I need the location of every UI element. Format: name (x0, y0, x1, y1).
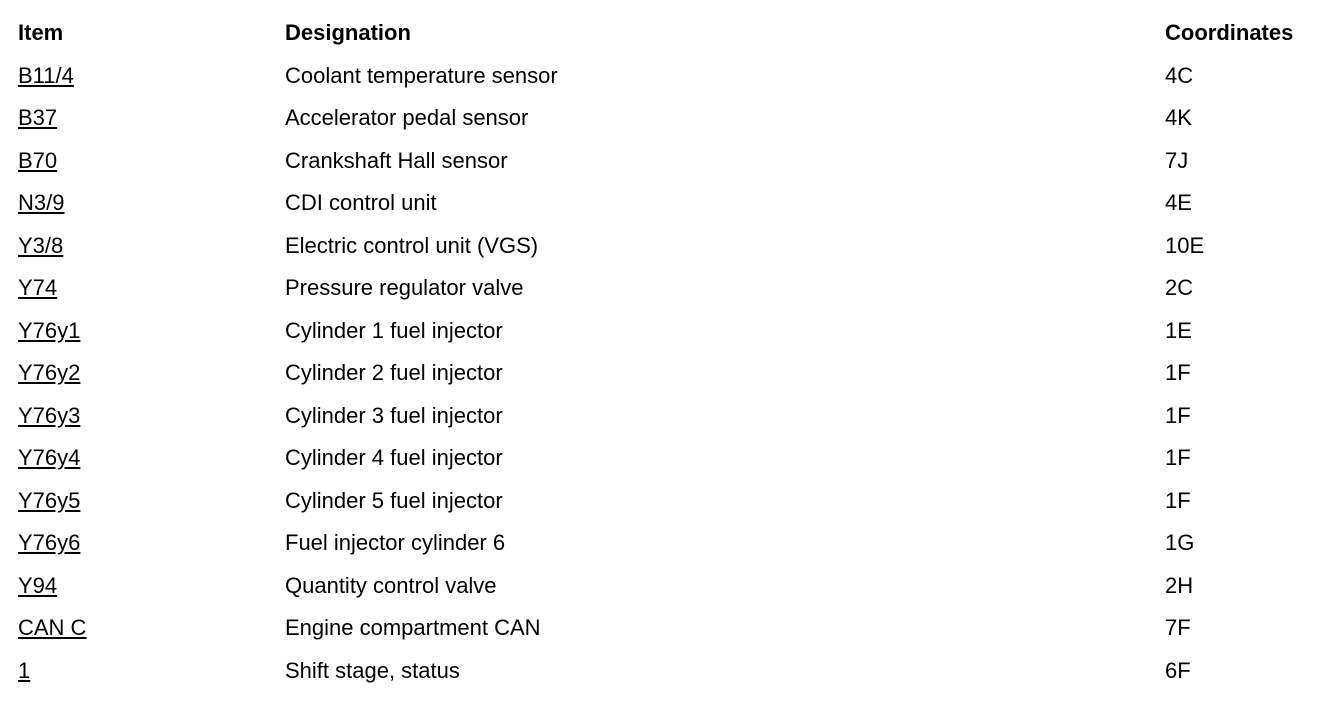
cell-coordinates: 1F (1165, 402, 1191, 428)
cell-designation: Cylinder 5 fuel injector (285, 487, 503, 513)
item-link[interactable]: Y76y5 (18, 487, 81, 513)
cell-coordinates: 4C (1165, 62, 1194, 88)
item-link[interactable]: Y74 (18, 275, 58, 301)
cell-item: Y3/8 (18, 225, 285, 268)
cell-designation: Shift stage, status (285, 657, 460, 683)
cell-item: Y76y4 (18, 437, 285, 480)
cell-coordinates: 1F (1165, 487, 1191, 513)
cell-designation: Accelerator pedal sensor (285, 105, 529, 131)
item-link[interactable]: Y94 (18, 572, 58, 598)
cell-coordinates: 7J (1165, 147, 1189, 173)
table-row: Y76y3 Cylinder 3 fuel injector 1F (18, 395, 1328, 438)
table-row: Y76y1 Cylinder 1 fuel injector 1E (18, 310, 1328, 353)
cell-designation: Quantity control valve (285, 572, 497, 598)
cell-item: Y76y5 (18, 480, 285, 523)
cell-coordinates: 6F (1165, 657, 1191, 683)
cell-item: N3/9 (18, 182, 285, 225)
item-link[interactable]: Y3/8 (18, 232, 64, 258)
cell-coordinates: 7F (1165, 615, 1191, 641)
table-row: 1 Shift stage, status 6F (18, 650, 1328, 693)
item-link[interactable]: CAN C (18, 615, 87, 641)
cell-coordinates: 4K (1165, 105, 1192, 131)
cell-designation: Fuel injector cylinder 6 (285, 530, 506, 556)
cell-item: CAN C (18, 607, 285, 650)
item-link[interactable]: Y76y3 (18, 402, 81, 428)
cell-item: Y76y2 (18, 352, 285, 395)
cell-item: B11/4 (18, 55, 285, 98)
table-row: B11/4 Coolant temperature sensor 4C (18, 55, 1328, 98)
item-link[interactable]: N3/9 (18, 190, 65, 216)
cell-item: Y76y3 (18, 395, 285, 438)
cell-coordinates: 2H (1165, 572, 1194, 598)
table-row: B37 Accelerator pedal sensor 4K (18, 97, 1328, 140)
table-row: Y74 Pressure regulator valve 2C (18, 267, 1328, 310)
table-row: N3/9 CDI control unit 4E (18, 182, 1328, 225)
table-row: Y76y2 Cylinder 2 fuel injector 1F (18, 352, 1328, 395)
table-row: Y94 Quantity control valve 2H (18, 565, 1328, 608)
cell-coordinates: 1G (1165, 530, 1195, 556)
header-item: Item (18, 20, 64, 46)
cell-item: B37 (18, 97, 285, 140)
cell-designation: Engine compartment CAN (285, 615, 541, 641)
legend-table: Item Designation Coordinates B11/4 Coolan… (18, 12, 1328, 692)
cell-item: Y94 (18, 565, 285, 608)
table-row: CAN C Engine compartment CAN 7F (18, 607, 1328, 650)
header-coordinates: Coordinates (1165, 20, 1294, 46)
table-row: Y76y5 Cylinder 5 fuel injector 1F (18, 480, 1328, 523)
cell-designation: CDI control unit (285, 190, 437, 216)
cell-item: Y76y6 (18, 522, 285, 565)
item-link[interactable]: B11/4 (18, 62, 74, 88)
cell-coordinates: 1F (1165, 445, 1191, 471)
cell-coordinates: 1F (1165, 360, 1191, 386)
table-row: B70 Crankshaft Hall sensor 7J (18, 140, 1328, 183)
cell-item: Y76y1 (18, 310, 285, 353)
cell-coordinates: 1E (1165, 317, 1192, 343)
cell-designation: Pressure regulator valve (285, 275, 524, 301)
item-link[interactable]: Y76y1 (18, 317, 81, 343)
cell-item: 1 (18, 650, 285, 693)
table-body: B11/4 Coolant temperature sensor 4C B37 Acce… (18, 55, 1328, 693)
cell-designation: Cylinder 1 fuel injector (285, 317, 503, 343)
item-link[interactable]: B70 (18, 147, 58, 173)
cell-designation: Crankshaft Hall sensor (285, 147, 508, 173)
header-designation: Designation (285, 20, 411, 46)
item-link[interactable]: B37 (18, 105, 58, 131)
cell-designation: Cylinder 2 fuel injector (285, 360, 503, 386)
cell-coordinates: 4E (1165, 190, 1192, 216)
cell-designation: Electric control unit (VGS) (285, 232, 539, 258)
table-header-row: Item Designation Coordinates (18, 12, 1328, 55)
table-row: Y3/8 Electric control unit (VGS) 10E (18, 225, 1328, 268)
cell-item: Y74 (18, 267, 285, 310)
table-row: Y76y4 Cylinder 4 fuel injector 1F (18, 437, 1328, 480)
cell-designation: Cylinder 4 fuel injector (285, 445, 503, 471)
cell-designation: Cylinder 3 fuel injector (285, 402, 503, 428)
cell-coordinates: 2C (1165, 275, 1194, 301)
table-row: Y76y6 Fuel injector cylinder 6 1G (18, 522, 1328, 565)
item-link[interactable]: Y76y4 (18, 445, 81, 471)
cell-item: B70 (18, 140, 285, 183)
item-link[interactable]: Y76y6 (18, 530, 81, 556)
cell-designation: Coolant temperature sensor (285, 62, 558, 88)
cell-coordinates: 10E (1165, 232, 1205, 258)
item-link[interactable]: 1 (18, 657, 31, 683)
item-link[interactable]: Y76y2 (18, 360, 81, 386)
